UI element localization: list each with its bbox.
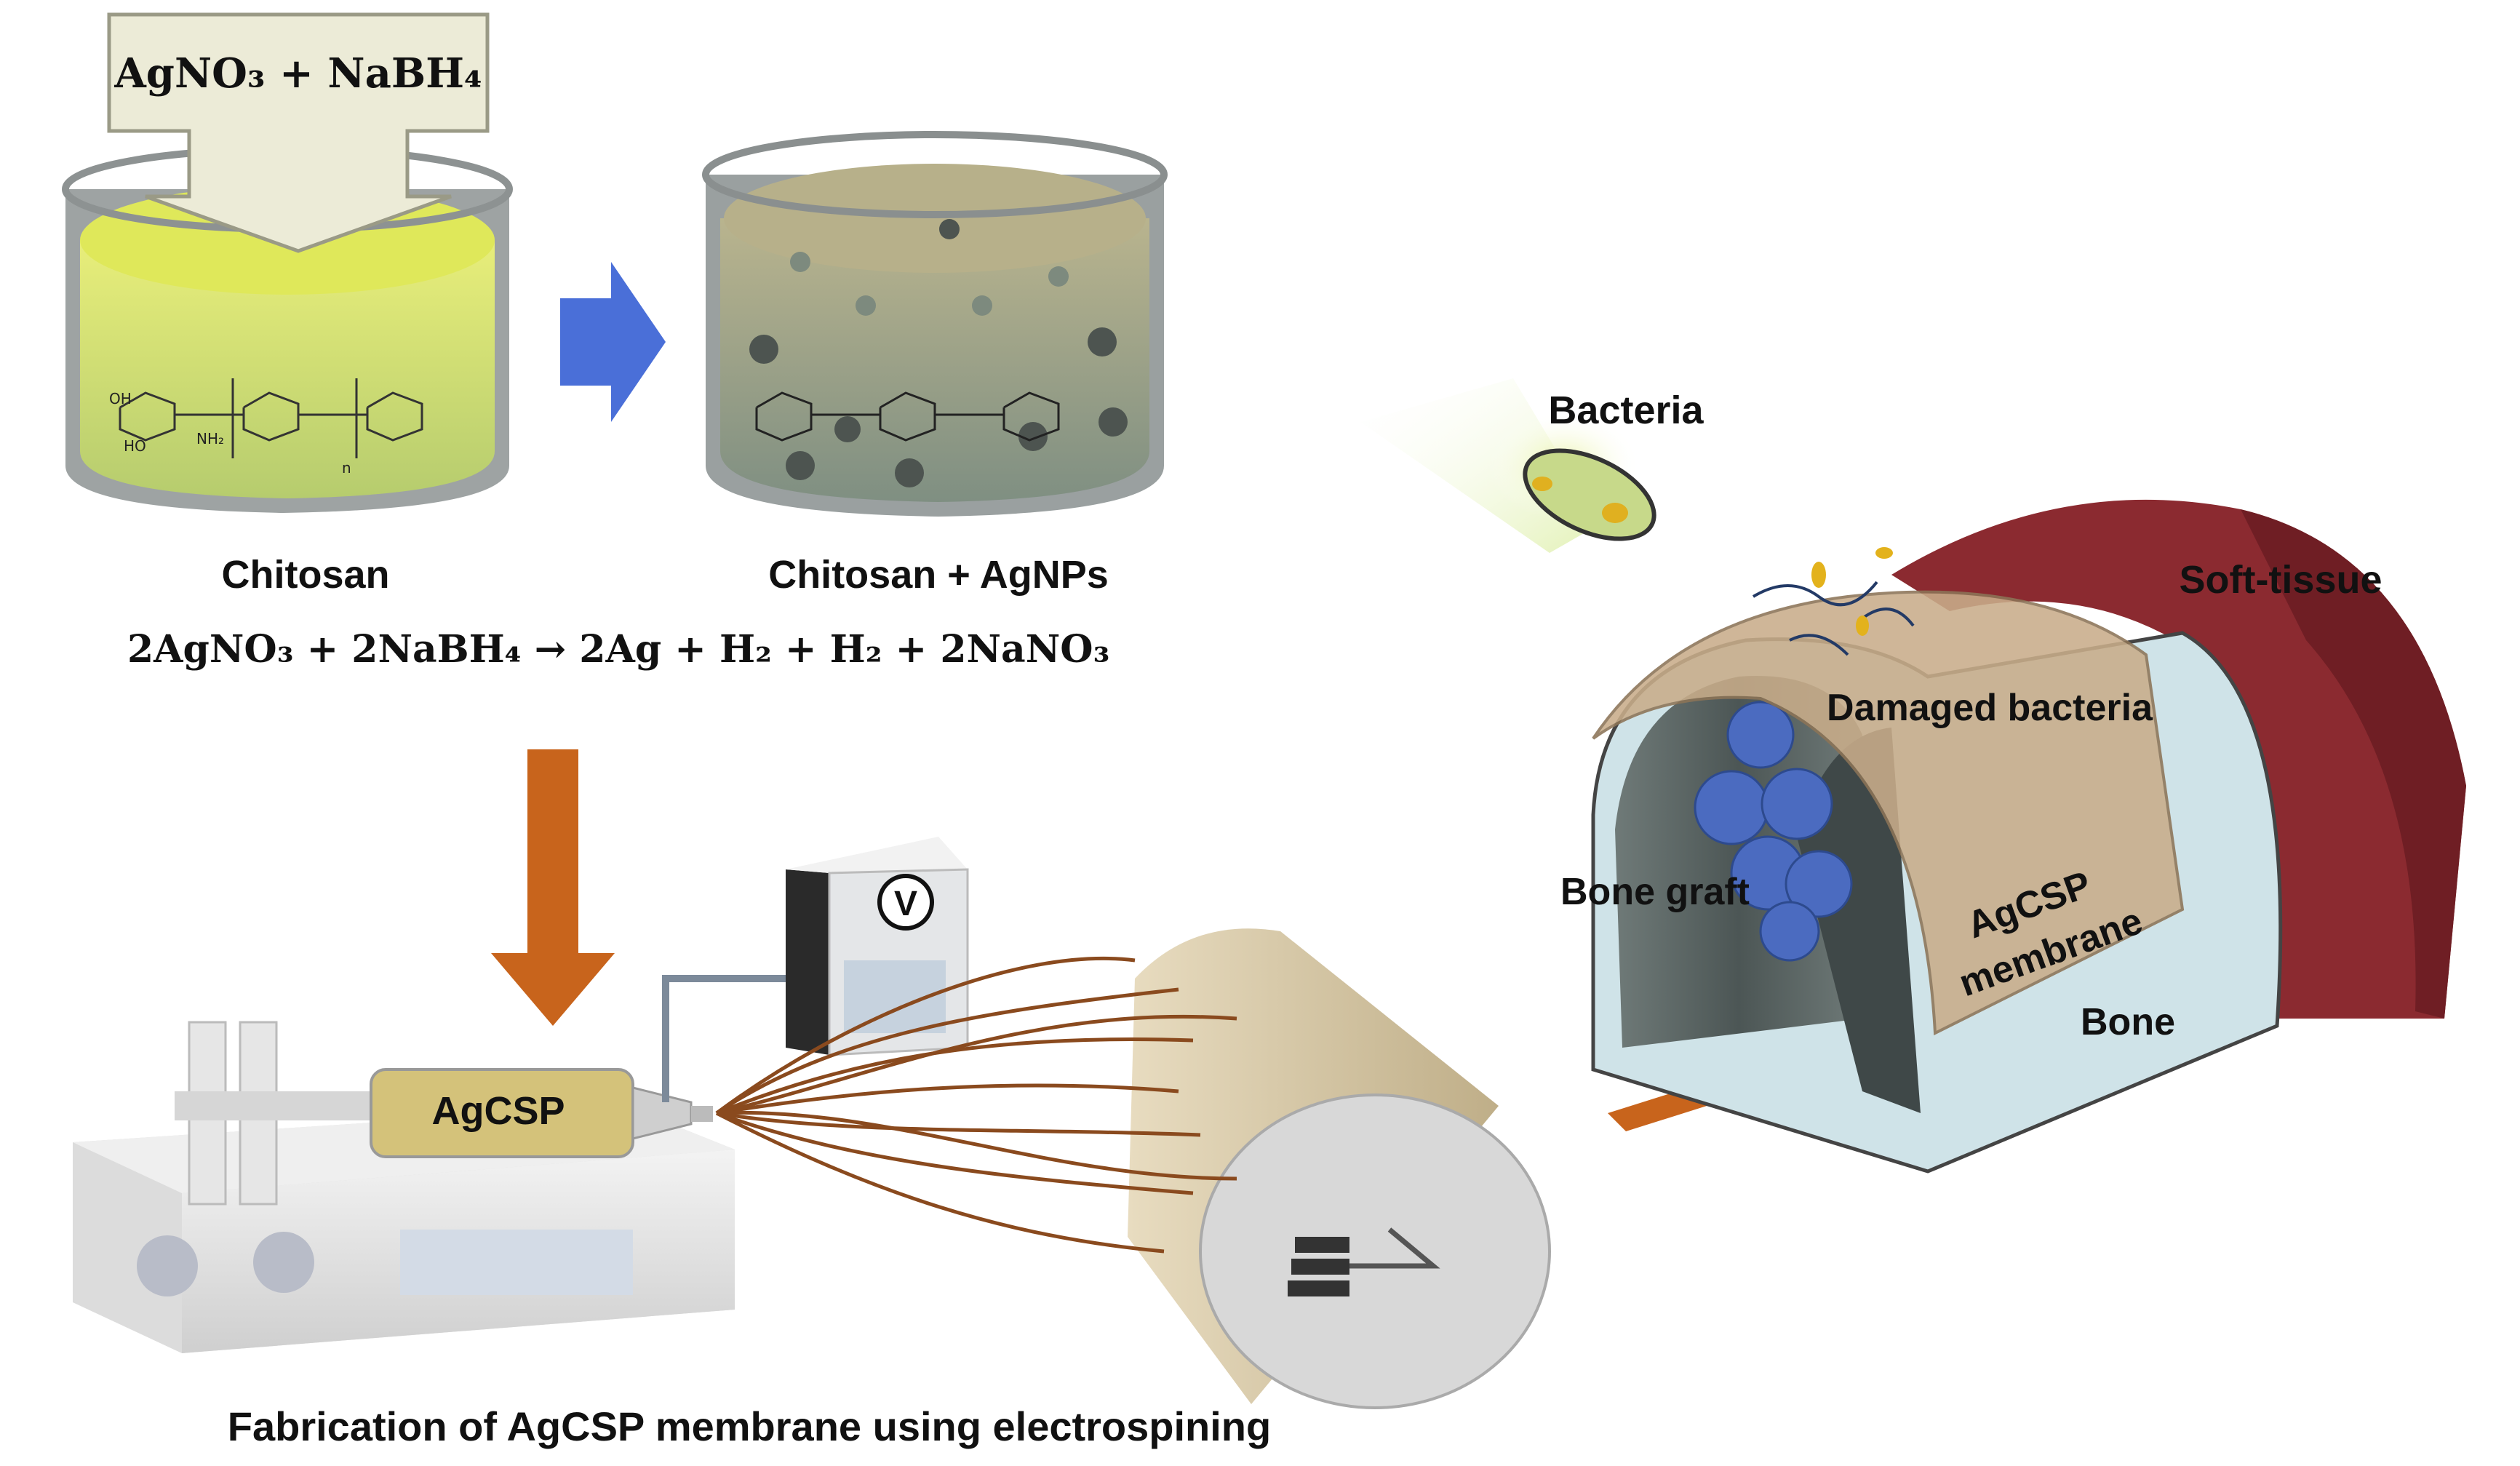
beaker-2-label: Chitosan + AgNPs [768, 553, 1109, 597]
nh2-label: NH₂ [196, 430, 224, 447]
implant-model [1360, 378, 2466, 1174]
blue-arrow [560, 262, 666, 422]
chitosan-beaker [62, 146, 513, 513]
bone-label: Bone [2081, 1001, 2175, 1043]
oh-label: OH [109, 390, 132, 407]
collector-drum [1128, 928, 1551, 1409]
power-wire [662, 975, 786, 1102]
chitosan-molecule [119, 378, 423, 458]
syringe-pump [73, 1021, 735, 1353]
reagent-text: AgNO₃ + NaBH₄ [113, 49, 482, 97]
syringe [370, 1068, 713, 1158]
ho-label: HO [124, 437, 146, 455]
soft-tissue-label: Soft-tissue [2179, 558, 2382, 602]
electrospun-fibers [715, 956, 1237, 1254]
chitosan-molecule-2 [755, 391, 1060, 442]
reagent-arrow [107, 12, 490, 253]
bone-graft-label: Bone graft [1560, 871, 1750, 913]
bacteria-label: Bacteria [1548, 389, 1704, 432]
agnp-beaker [702, 131, 1168, 517]
damaged-bacteria-label: Damaged bacteria [1827, 687, 2153, 729]
reaction-equation: 2AgNO₃ + 2NaBH₄ → 2Ag + H₂ + H₂ + 2NaNO₃ [127, 627, 1109, 672]
power-supply [786, 837, 969, 1056]
syringe-label: AgCSP [431, 1089, 565, 1133]
n-label: n [342, 459, 351, 477]
beaker-1-label: Chitosan [221, 553, 389, 597]
caption: Fabrication of AgCSP membrane using elec… [228, 1403, 1271, 1449]
orange-down-arrow [491, 749, 615, 1026]
voltage-symbol: V [894, 885, 917, 923]
